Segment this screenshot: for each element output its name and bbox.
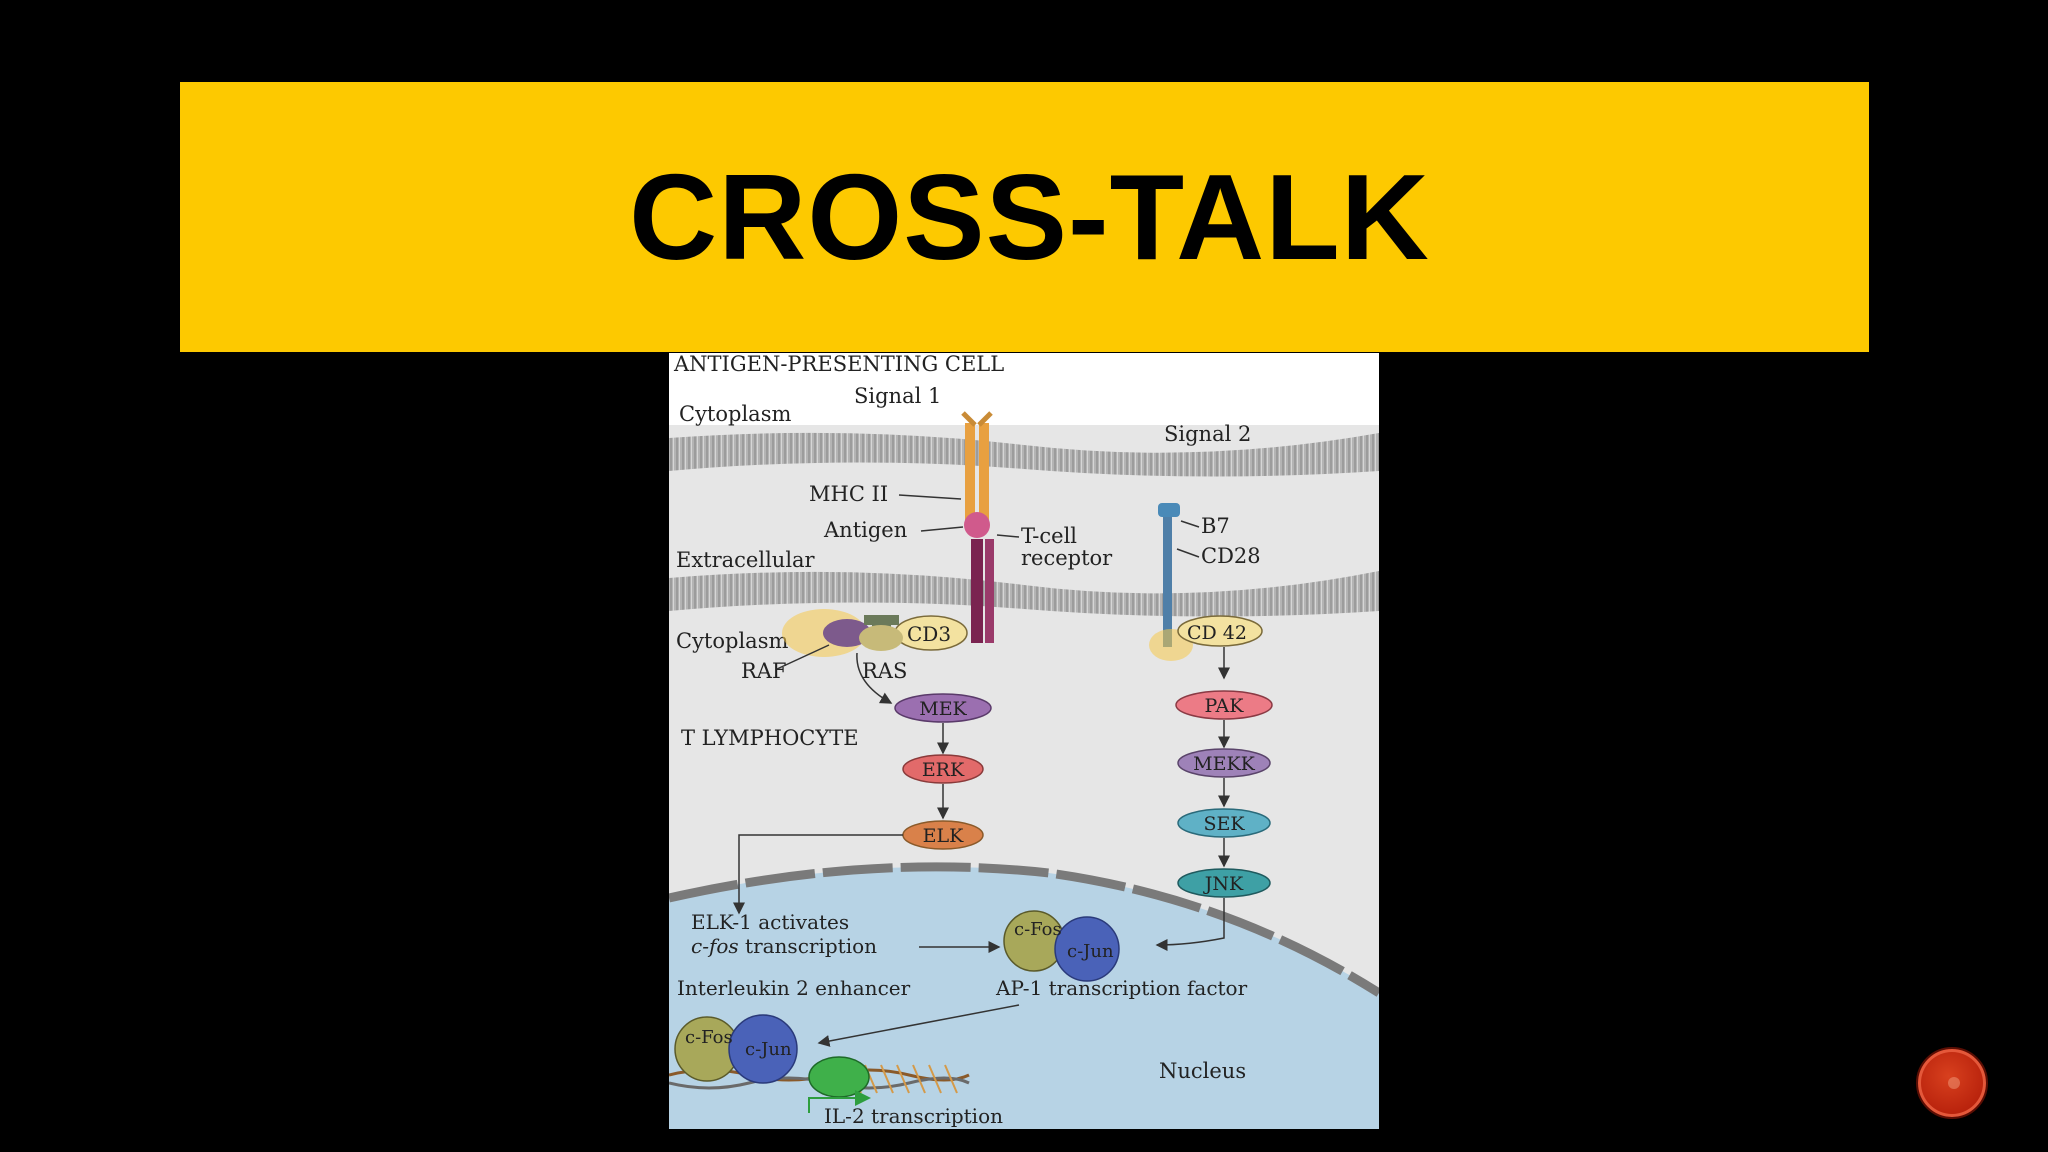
enhancer-c-jun bbox=[728, 1014, 798, 1084]
enhancer-c-jun-label: c-Jun bbox=[745, 1039, 792, 1060]
il2-transcription-label: IL-2 transcription bbox=[824, 1104, 1003, 1128]
cytoplasm-top-label: Cytoplasm bbox=[679, 402, 791, 426]
ras-label: RAS bbox=[862, 659, 907, 683]
antigen-label: Antigen bbox=[823, 518, 907, 542]
b7-cd28-complex bbox=[1158, 503, 1180, 647]
ap1-to-enhancer-arrow bbox=[817, 1004, 1020, 1047]
mek-label: MEK bbox=[919, 698, 967, 720]
ras-to-mek-arrow bbox=[856, 652, 893, 704]
b7-label: B7 bbox=[1201, 514, 1230, 538]
signal-1-label: Signal 1 bbox=[854, 384, 941, 408]
raf-protein bbox=[823, 619, 871, 647]
tcr-label-line1: T-cell bbox=[1021, 524, 1077, 548]
pathway-diagram: ANTIGEN-PRESENTING CELL Signal 1 Signal … bbox=[669, 353, 1379, 1129]
c-jun-protein bbox=[1054, 916, 1120, 982]
elk-label: ELK bbox=[923, 825, 964, 847]
signaling-figure: ANTIGEN-PRESENTING CELL Signal 1 Signal … bbox=[669, 353, 1379, 1129]
t-cell-membrane bbox=[669, 571, 1379, 617]
extracellular-label: Extracellular bbox=[676, 548, 816, 572]
cd42-label: CD 42 bbox=[1187, 622, 1247, 644]
mhc-ii-molecule bbox=[961, 411, 993, 523]
erk-node bbox=[902, 754, 984, 784]
title-banner: CROSS-TALK bbox=[180, 82, 1869, 352]
t-cell-receptor bbox=[971, 539, 994, 643]
cd42-molecule bbox=[1177, 615, 1263, 647]
elk-to-nucleus-arrow bbox=[733, 834, 903, 915]
mek-node bbox=[894, 693, 992, 723]
mekk-node bbox=[1177, 748, 1271, 778]
il2-enhancer-label: Interleukin 2 enhancer bbox=[677, 976, 911, 1000]
cytoplasm-bottom-label: Cytoplasm bbox=[676, 629, 788, 653]
nucleus-label: Nucleus bbox=[1159, 1059, 1246, 1083]
cd28-leader bbox=[1176, 548, 1200, 558]
mekk-label: MEKK bbox=[1193, 753, 1256, 775]
c-jun-label: c-Jun bbox=[1067, 941, 1114, 962]
ap1-label: AP-1 transcription factor bbox=[995, 976, 1248, 1000]
enhancer-c-fos-label: c-Fos bbox=[685, 1027, 733, 1048]
cfos-transcription-label: c-fos transcription bbox=[691, 934, 877, 958]
rna-polymerase bbox=[808, 1056, 870, 1098]
t-lymphocyte-label: T LYMPHOCYTE bbox=[681, 726, 859, 750]
raf-leader bbox=[776, 644, 830, 670]
slide-title: CROSS-TALK bbox=[629, 149, 1430, 285]
apc-label: ANTIGEN-PRESENTING CELL bbox=[673, 353, 1004, 376]
cd3-label: CD3 bbox=[907, 622, 951, 646]
raf-label: RAF bbox=[741, 659, 787, 683]
sek-label: SEK bbox=[1203, 813, 1245, 835]
sek-node bbox=[1177, 808, 1271, 838]
nuclear-envelope bbox=[669, 862, 1379, 997]
pak-label: PAK bbox=[1205, 695, 1245, 717]
cd28-label: CD28 bbox=[1201, 544, 1261, 568]
erk-label: ERK bbox=[922, 759, 965, 781]
slide-nav-button[interactable] bbox=[1916, 1047, 1988, 1119]
button-highlight-icon bbox=[1948, 1077, 1960, 1089]
tcr-leader bbox=[996, 534, 1020, 538]
jnk-to-ap1-arrow bbox=[1155, 898, 1225, 951]
b7-leader bbox=[1180, 520, 1200, 528]
c-fos-label: c-Fos bbox=[1014, 919, 1062, 940]
mhc-ii-label: MHC II bbox=[809, 482, 888, 506]
antigen-leader bbox=[920, 526, 964, 532]
apc-membrane bbox=[669, 432, 1379, 477]
pak-node bbox=[1175, 690, 1273, 720]
tcr-label-line2: receptor bbox=[1021, 546, 1113, 570]
il2-transcription-arrow bbox=[808, 1090, 871, 1113]
jnk-label: JNK bbox=[1203, 873, 1244, 895]
antigen-peptide bbox=[964, 512, 990, 538]
elk-activates-label: ELK-1 activates bbox=[691, 910, 849, 934]
mhc-leader bbox=[898, 494, 962, 500]
ras-adapter bbox=[859, 625, 903, 651]
signal-2-label: Signal 2 bbox=[1164, 422, 1251, 446]
jnk-node bbox=[1177, 868, 1271, 898]
